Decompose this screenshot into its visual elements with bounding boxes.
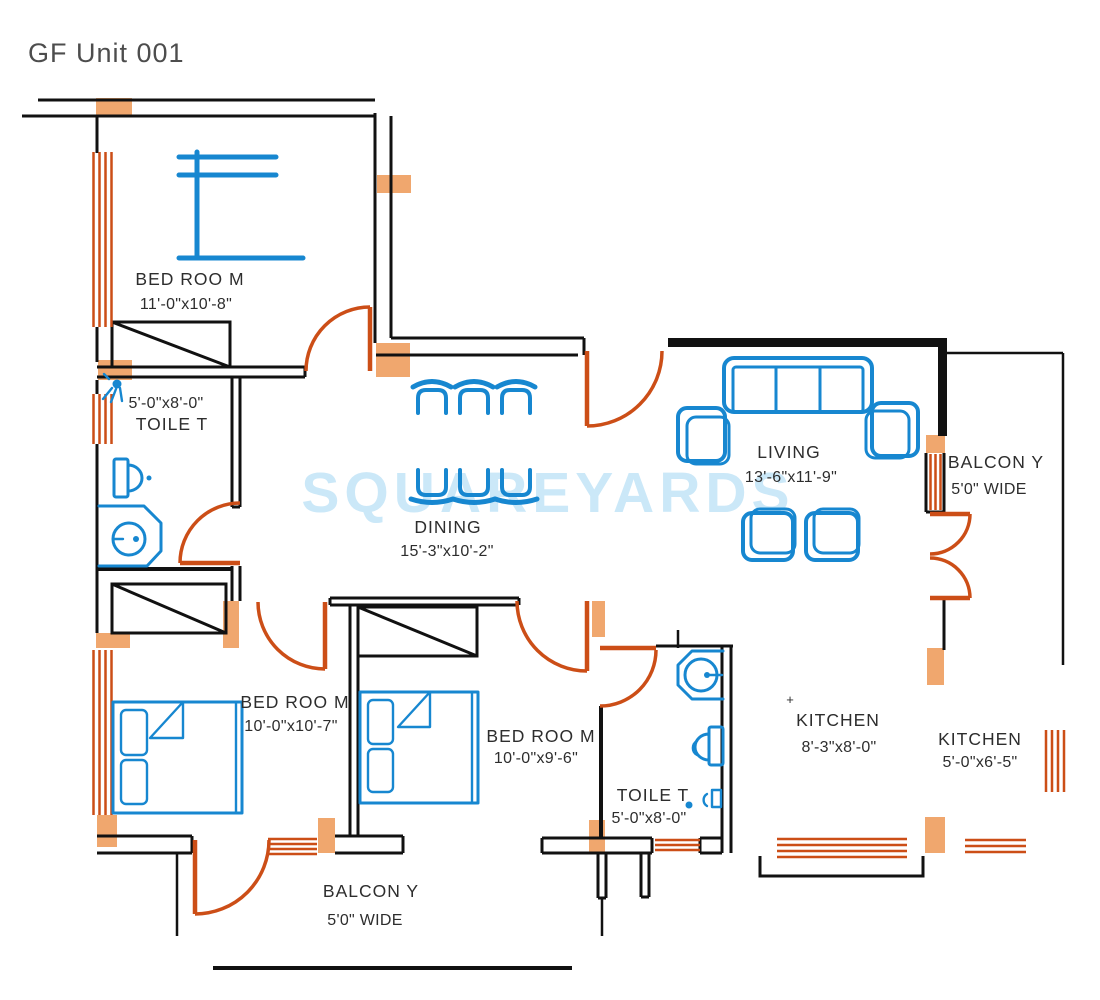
wc-toilet-2 <box>691 725 725 767</box>
room-dims-bedroom-1: 11'-0"x10'-8" <box>140 296 232 313</box>
room-dims-balcony-bottom: 5'0" WIDE <box>327 912 402 929</box>
shower-toilet-1 <box>101 372 124 404</box>
kitchen-plus-marker: + <box>786 692 794 707</box>
room-label-kitchen-1: KITCHEN <box>796 710 880 730</box>
window-toilet-1 <box>92 394 113 444</box>
column <box>926 435 945 453</box>
column <box>318 818 335 853</box>
window-kitchen-bottom-right <box>965 838 1026 854</box>
room-dims-kitchen-1: 8'-3"x8'-0" <box>801 739 876 756</box>
washbasin-toilet-1 <box>97 504 163 568</box>
sofa-living <box>722 356 874 414</box>
window-toilet-2 <box>655 838 700 852</box>
door-bedroom-2 <box>256 601 328 671</box>
column <box>96 98 132 116</box>
room-dims-toilet-1: 5'-0"x8'-0" <box>128 395 203 412</box>
bed-bedroom-2 <box>111 700 244 815</box>
wardrobe-bedroom-3 <box>356 605 479 658</box>
door-entry <box>584 350 664 428</box>
plan-title: GF Unit 001 <box>28 38 185 68</box>
room-label-balcony-bottom: BALCON Y <box>323 881 419 901</box>
clothes-rack-bedroom-1 <box>176 149 306 261</box>
window-kitchen-bottom-left <box>777 837 907 859</box>
window-kitchen-right <box>1044 730 1066 792</box>
windows <box>92 152 1066 859</box>
room-dims-toilet-2: 5'-0"x8'-0" <box>611 810 686 827</box>
window-bedroom-1 <box>92 152 113 327</box>
bed-bedroom-3 <box>358 690 480 805</box>
armchair-living-right <box>864 401 920 460</box>
dining-chairs <box>408 379 540 505</box>
door-bedroom-3 <box>515 600 590 673</box>
room-label-toilet-1: TOILE T <box>136 414 209 434</box>
shower-toilet-2 <box>685 788 723 809</box>
door-balcony-bottom <box>192 839 271 916</box>
column <box>927 648 944 685</box>
door-bedroom-1 <box>304 305 373 372</box>
room-dims-living: 13'-6"x11'-9" <box>745 469 837 486</box>
door-toilet-1 <box>178 501 241 566</box>
wardrobe-bedroom-2 <box>110 582 228 635</box>
column <box>377 175 411 193</box>
room-label-bedroom-2: BED ROO M <box>240 692 349 712</box>
room-labels: BED ROO M 11'-0"x10'-8" 5'-0"x8'-0" TOIL… <box>128 269 1044 929</box>
chair-living-bottom-right <box>804 507 861 562</box>
room-label-balcony-right: BALCON Y <box>948 452 1044 472</box>
wardrobe-bedroom-1 <box>110 320 232 369</box>
furniture <box>97 149 920 815</box>
columns <box>96 98 945 853</box>
wc-toilet-1 <box>112 457 152 499</box>
window-balcony-bottom <box>268 837 317 856</box>
door-french-balcony-right <box>929 511 972 601</box>
chair-living-bottom-left <box>741 507 797 562</box>
room-label-kitchen-2: KITCHEN <box>938 729 1022 749</box>
room-dims-dining: 15'-3"x10'-2" <box>400 543 493 560</box>
column <box>592 601 605 637</box>
window-bedroom-2 <box>92 650 113 815</box>
room-dims-balcony-right: 5'0" WIDE <box>951 481 1026 498</box>
column <box>96 633 130 648</box>
washbasin-toilet-2 <box>676 649 725 701</box>
room-label-living: LIVING <box>757 442 820 462</box>
armchair-living-left <box>676 406 731 466</box>
room-dims-bedroom-3: 10'-0"x9'-6" <box>494 750 578 767</box>
column <box>925 817 945 853</box>
room-label-bedroom-3: BED ROO M <box>486 726 595 746</box>
walls <box>22 98 1065 970</box>
doors <box>178 305 972 916</box>
column <box>97 815 117 847</box>
room-dims-kitchen-2: 5'-0"x6'-5" <box>942 754 1017 771</box>
wardrobes <box>110 320 479 658</box>
window-balcony-right <box>929 454 942 510</box>
room-label-bedroom-1: BED ROO M <box>135 269 244 289</box>
column <box>376 343 410 377</box>
room-dims-bedroom-2: 10'-0"x10'-7" <box>244 718 337 735</box>
room-label-toilet-2: TOILE T <box>617 785 690 805</box>
door-toilet-2 <box>599 645 658 708</box>
watermark: SQUAREYARDS <box>301 461 794 525</box>
room-label-dining: DINING <box>414 517 481 537</box>
